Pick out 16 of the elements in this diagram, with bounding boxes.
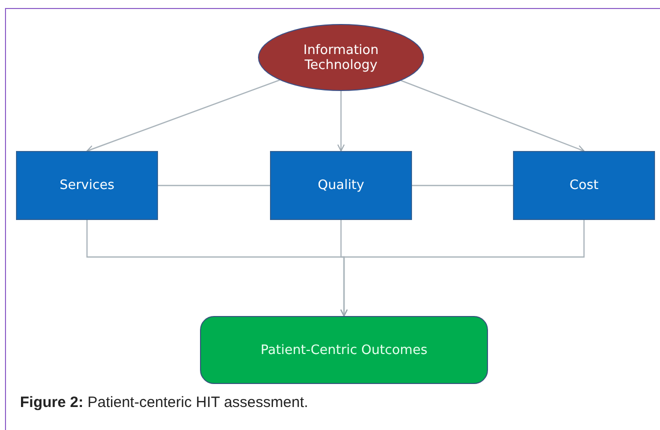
node-label: Cost — [570, 178, 598, 193]
node-label: Quality — [318, 178, 364, 193]
outcome-box — [200, 316, 488, 384]
arrow — [86, 80, 280, 152]
process-box — [270, 151, 412, 220]
figure-caption: Figure 2: Patient-centeric HIT assessment. — [20, 394, 308, 411]
arrow — [340, 220, 585, 316]
node-label: Patient-Centric Outcomes — [260, 342, 428, 358]
connector-line — [158, 184, 270, 186]
arrow — [337, 91, 345, 152]
process-box — [513, 151, 655, 220]
process-box — [16, 151, 158, 220]
arrow — [400, 80, 584, 152]
connector-line — [412, 184, 513, 186]
node-label: Services — [60, 178, 114, 193]
node-label: Information Technology — [302, 42, 380, 72]
